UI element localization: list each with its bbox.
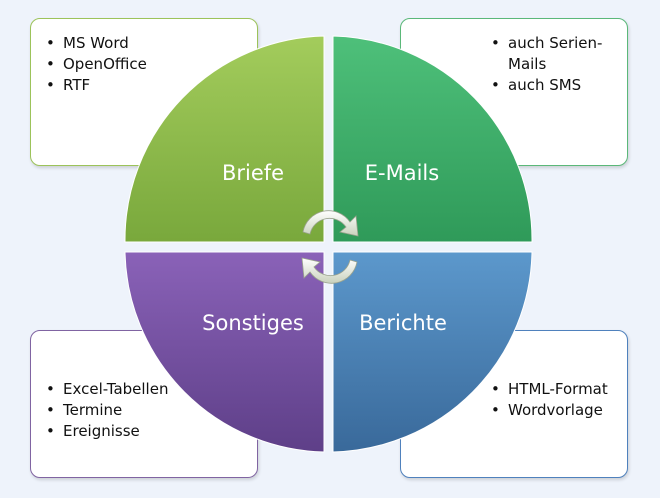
segment-berichte bbox=[332, 251, 533, 453]
segment-label-briefe: Briefe bbox=[222, 161, 284, 185]
segment-briefe bbox=[124, 35, 325, 243]
segment-label-berichte: Berichte bbox=[359, 311, 447, 335]
segment-label-sonstiges: Sonstiges bbox=[202, 311, 304, 335]
berichte-item: Wordvorlage bbox=[486, 400, 617, 421]
sonstiges-list: Excel-Tabellen Termine Ereignisse bbox=[41, 379, 251, 442]
emails-item: auch Serien-Mails bbox=[486, 33, 617, 75]
emails-list: auch Serien-Mails auch SMS bbox=[486, 33, 617, 96]
sonstiges-item: Termine bbox=[41, 400, 251, 421]
sonstiges-item: Ereignisse bbox=[41, 421, 251, 442]
sonstiges-item: Excel-Tabellen bbox=[41, 379, 251, 400]
segment-label-emails: E-Mails bbox=[365, 161, 439, 185]
cycle-arrows-icon bbox=[301, 210, 359, 284]
briefe-item: RTF bbox=[41, 75, 247, 96]
briefe-item: OpenOffice bbox=[41, 54, 247, 75]
segment-emails bbox=[332, 35, 533, 243]
briefe-list: MS Word OpenOffice RTF bbox=[41, 33, 247, 96]
segment-sonstiges bbox=[124, 251, 325, 453]
emails-item: auch SMS bbox=[486, 75, 617, 96]
berichte-item: HTML-Format bbox=[486, 379, 617, 400]
briefe-item: MS Word bbox=[41, 33, 247, 54]
berichte-list: HTML-Format Wordvorlage bbox=[486, 379, 617, 421]
